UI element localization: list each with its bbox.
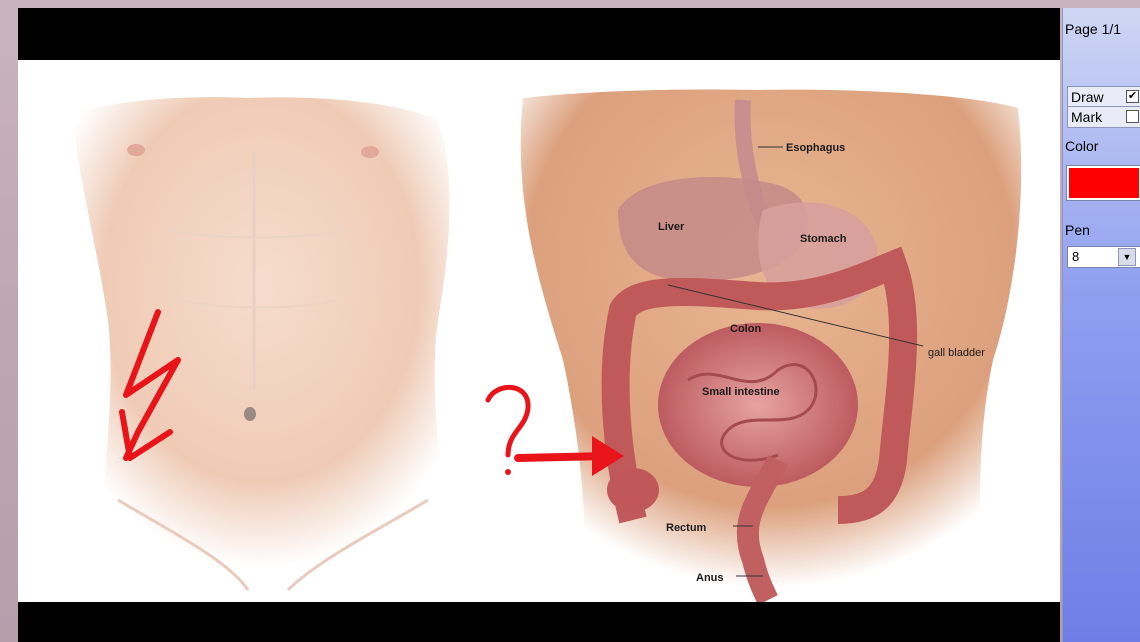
pen-label: Pen	[1065, 222, 1090, 238]
draw-checkbox[interactable]: ✔	[1126, 90, 1139, 103]
label-liver: Liver	[658, 221, 685, 233]
page-indicator: Page 1/1	[1065, 21, 1121, 37]
label-esophagus: Esophagus	[786, 142, 845, 154]
slide-viewer[interactable]: Esophagus Liver Stomach Colon gall bladd…	[18, 8, 1060, 642]
label-stomach: Stomach	[800, 233, 847, 245]
right-nipple	[361, 146, 379, 158]
label-small-intestine: Small intestine	[702, 386, 780, 398]
pen-size-value: 8	[1072, 249, 1079, 264]
tool-panel: Page 1/1 Draw ✔ Mark Color Pen 8 ▼	[1062, 8, 1140, 642]
anatomy-illustration: Esophagus Liver Stomach Colon gall bladd…	[18, 60, 1060, 602]
color-picker-swatch[interactable]	[1067, 166, 1140, 200]
draw-label: Draw	[1071, 89, 1104, 105]
left-torso-image	[73, 97, 450, 590]
color-label: Color	[1065, 138, 1098, 154]
cecum-organ	[607, 468, 659, 512]
chevron-down-icon[interactable]: ▼	[1118, 248, 1136, 266]
label-anus: Anus	[696, 572, 724, 584]
label-colon: Colon	[730, 323, 761, 335]
slide-canvas[interactable]: Esophagus Liver Stomach Colon gall bladd…	[18, 60, 1060, 602]
right-torso-image	[521, 89, 1021, 600]
mark-label: Mark	[1071, 109, 1102, 125]
small-intestine-organ	[658, 323, 858, 487]
navel	[244, 407, 256, 421]
mark-toggle[interactable]: Mark	[1067, 106, 1140, 128]
label-rectum: Rectum	[666, 522, 707, 534]
label-gall-bladder: gall bladder	[928, 347, 985, 359]
mark-checkbox[interactable]	[1126, 110, 1139, 123]
pen-size-select[interactable]: 8 ▼	[1067, 246, 1140, 268]
draw-toggle[interactable]: Draw ✔	[1067, 86, 1140, 108]
left-nipple	[127, 144, 145, 156]
